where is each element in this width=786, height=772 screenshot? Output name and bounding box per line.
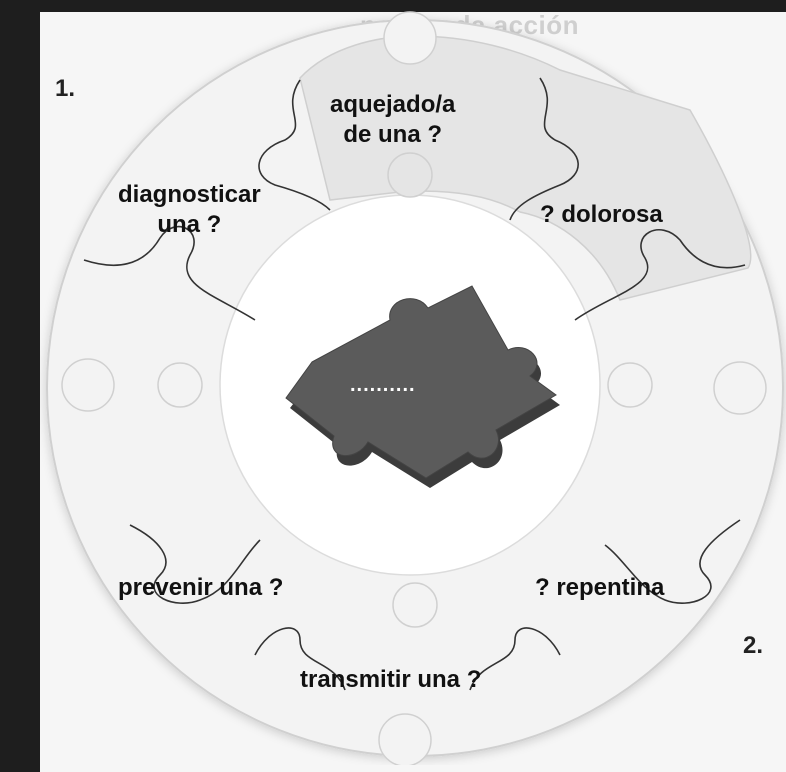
piece-label-top-line2: de una ? [343, 121, 443, 148]
item-number-1: 1. [55, 75, 76, 102]
piece-knob [392, 582, 438, 628]
piece-label-top-line1: aquejado/a [330, 91, 456, 118]
piece-knob [378, 713, 432, 765]
item-number-2: 2. [743, 632, 764, 659]
center-blank: .......... [350, 374, 416, 396]
piece-knob [607, 362, 653, 408]
piece-label-top-left-line1: diagnosticar [118, 181, 261, 208]
piece-label-top-left: diagnosticar una ? [118, 180, 261, 240]
piece-label-top: aquejado/a de una ? [330, 90, 455, 150]
piece-knob [383, 11, 437, 65]
piece-knob [387, 152, 433, 198]
piece-label-bottom-right: ? repentina [535, 574, 665, 601]
piece-label-top-left-line2: una ? [157, 211, 222, 238]
puzzle-seams [83, 77, 746, 691]
piece-knob [713, 361, 767, 415]
piece-label-bottom-left: prevenir una ? [118, 574, 284, 601]
piece-label-bottom: transmitir una ? [300, 666, 482, 693]
piece-knob [157, 362, 203, 408]
piece-label-top-right: ? dolorosa [540, 201, 663, 228]
piece-knob [61, 358, 115, 412]
center-puzzle-piece [285, 285, 560, 488]
